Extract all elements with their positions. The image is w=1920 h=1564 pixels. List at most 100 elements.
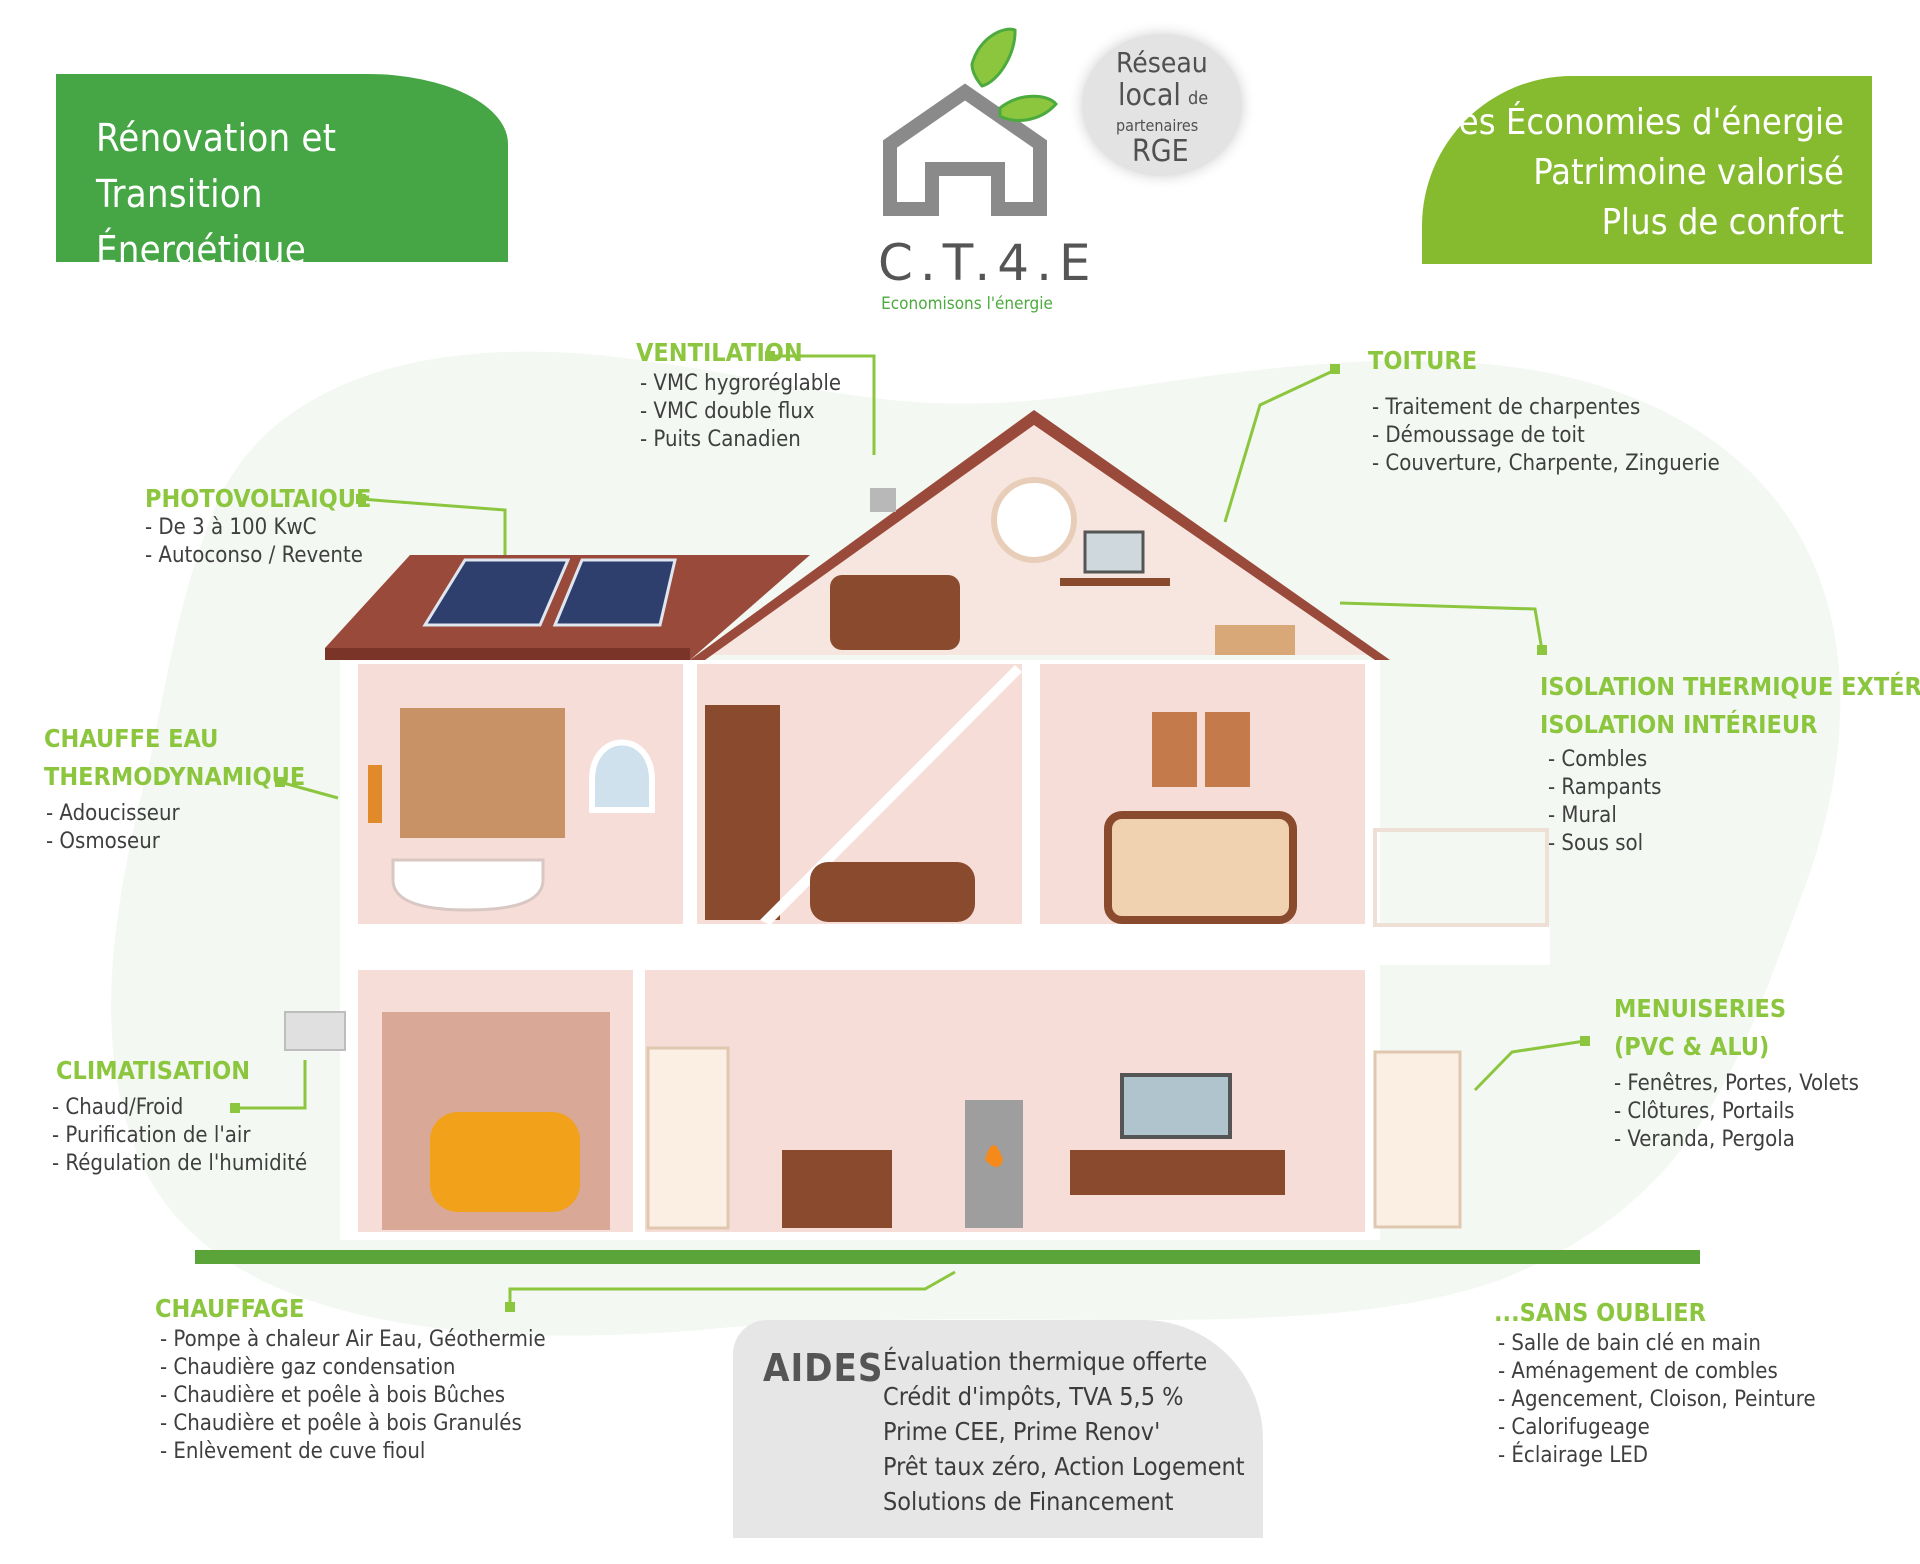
- banner-renovation-text: Rénovation et Transition Énergétique: [96, 110, 508, 278]
- house-logo-icon: [883, 27, 1058, 216]
- list-item: - Pompe à chaleur Air Eau, Géothermie: [160, 1327, 546, 1352]
- isolation-title-1: ISOLATION THERMIQUE EXTÉRIEUR: [1540, 672, 1920, 701]
- bed-icon: [1104, 811, 1297, 924]
- list-item: - Adoucisseur: [46, 801, 180, 826]
- list-item: Crédit d'impôts, TVA 5,5 %: [883, 1382, 1184, 1411]
- banner-right-line-1: Des Économies d'énergie: [1433, 102, 1844, 143]
- climatisation-title: CLIMATISATION: [56, 1056, 251, 1085]
- banner-right-line-3: Plus de confort: [1601, 202, 1844, 243]
- chauffe-eau-list: - Adoucisseur - Osmoseur: [46, 800, 180, 856]
- list-item: - Puits Canadien: [640, 427, 801, 452]
- car-icon: [430, 1112, 580, 1212]
- list-item: - VMC hygroréglable: [640, 371, 842, 396]
- connector-dots: [230, 351, 1590, 1312]
- ventilation-title: VENTILATION: [636, 338, 803, 367]
- menuiseries-title-1: MENUISERIES: [1614, 994, 1787, 1023]
- list-item: - Autoconso / Revente: [145, 543, 363, 568]
- list-item: - Enlèvement de cuve fioul: [160, 1439, 426, 1464]
- banner-left-line-1: Rénovation et Transition: [96, 116, 337, 216]
- attic-sofa-icon: [830, 575, 960, 650]
- window-blind-icon: [400, 708, 565, 838]
- photovoltaique-title: PHOTOVOLTAIQUE: [145, 484, 372, 513]
- aides-label: AIDES: [763, 1346, 884, 1390]
- list-item: - Salle de bain clé en main: [1498, 1331, 1761, 1356]
- frame-icon-2: [1205, 712, 1250, 787]
- aides-box: AIDES Évaluation thermique offerte Crédi…: [733, 1320, 1263, 1538]
- brand-name: C.T.4.E: [878, 234, 1098, 292]
- list-item: - Chaudière gaz condensation: [160, 1355, 456, 1380]
- banner-benefits: Des Économies d'énergie Patrimoine valor…: [1422, 76, 1872, 264]
- list-item: - Chaud/Froid: [52, 1095, 184, 1120]
- sans-oublier-title: ...SANS OUBLIER: [1494, 1298, 1706, 1327]
- round-window-icon: [991, 477, 1077, 563]
- isolation-list: - Combles - Rampants - Mural - Sous sol: [1548, 746, 1661, 858]
- toiture-title: TOITURE: [1368, 346, 1478, 375]
- brand-tagline: Economisons l'énergie: [881, 294, 1053, 314]
- list-item: - De 3 à 100 KwC: [145, 515, 317, 540]
- list-item: - Veranda, Pergola: [1614, 1127, 1795, 1152]
- toiture-list: - Traitement de charpentes - Démoussage …: [1372, 394, 1720, 478]
- list-item: - Calorifugeage: [1498, 1415, 1650, 1440]
- banner-left-line-2: Énergétique: [96, 228, 306, 272]
- list-item: Évaluation thermique offerte: [883, 1347, 1208, 1376]
- list-item: - Agencement, Cloison, Peinture: [1498, 1387, 1816, 1412]
- balcony-railing-icon: [1373, 828, 1549, 927]
- monitor-icon: [1083, 530, 1145, 574]
- ventilation-list: - VMC hygroréglable - VMC double flux - …: [640, 370, 841, 454]
- menuiseries-list: - Fenêtres, Portes, Volets - Clôtures, P…: [1614, 1070, 1859, 1154]
- list-item: - Rampants: [1548, 775, 1662, 800]
- bathroom-mirror-icon: [589, 739, 655, 813]
- list-item: - Osmoseur: [46, 829, 160, 854]
- fire-icon: [985, 1145, 1003, 1167]
- rge-badge: Réseau local de partenaires RGE: [1082, 34, 1242, 176]
- connector-lines: [235, 354, 1586, 1306]
- door-icon: [646, 1046, 730, 1230]
- rge-line-3: partenaires: [1116, 116, 1199, 135]
- chauffe-eau-title-2: THERMODYNAMIQUE: [44, 762, 306, 791]
- chauffage-list: - Pompe à chaleur Air Eau, Géothermie - …: [160, 1326, 546, 1466]
- bookcase-icon: [705, 705, 780, 920]
- list-item: - Fenêtres, Portes, Volets: [1614, 1071, 1859, 1096]
- list-item: Prêt taux zéro, Action Logement: [883, 1452, 1245, 1481]
- living-sofa-icon: [810, 862, 975, 922]
- desk-icon: [1060, 578, 1170, 586]
- list-item: - Clôtures, Portails: [1614, 1099, 1795, 1124]
- rge-line-1: Réseau: [1116, 46, 1208, 79]
- ac-unit-icon: [284, 1011, 346, 1051]
- chauffage-title: CHAUFFAGE: [155, 1294, 305, 1323]
- list-item: - Aménagement de combles: [1498, 1359, 1778, 1384]
- rge-line-2b: de: [1188, 88, 1209, 109]
- list-item: - Purification de l'air: [52, 1123, 251, 1148]
- list-item: - VMC double flux: [640, 399, 815, 424]
- rge-line-4: RGE: [1132, 134, 1189, 169]
- dresser-icon: [782, 1150, 892, 1228]
- menuiseries-title-2: (PVC & ALU): [1614, 1032, 1770, 1061]
- list-item: - Démoussage de toit: [1372, 423, 1585, 448]
- tv-icon: [1120, 1073, 1232, 1139]
- list-item: Solutions de Financement: [883, 1487, 1174, 1516]
- chauffe-eau-title-1: CHAUFFE EAU: [44, 724, 219, 753]
- photovoltaique-list: - De 3 à 100 KwC - Autoconso / Revente: [145, 514, 363, 570]
- list-item: - Mural: [1548, 803, 1617, 828]
- vent-icon: [870, 488, 896, 512]
- climatisation-list: - Chaud/Froid - Purification de l'air - …: [52, 1094, 307, 1178]
- staircase-icon: [760, 665, 1022, 925]
- list-item: Prime CEE, Prime Renov': [883, 1417, 1161, 1446]
- sans-oublier-list: - Salle de bain clé en main - Aménagemen…: [1498, 1330, 1816, 1470]
- list-item: - Chaudière et poêle à bois Granulés: [160, 1411, 522, 1436]
- aides-list: Évaluation thermique offerte Crédit d'im…: [883, 1344, 1245, 1519]
- exterior-door-icon: [1373, 1050, 1462, 1229]
- isolation-title-2: ISOLATION INTÉRIEUR: [1540, 710, 1818, 739]
- list-item: - Traitement de charpentes: [1372, 395, 1641, 420]
- rge-line-2: local: [1118, 78, 1181, 113]
- list-item: - Régulation de l'humidité: [52, 1151, 308, 1176]
- grass-ground: [195, 1250, 1700, 1264]
- bathtub-icon: [391, 858, 545, 912]
- tv-cabinet-icon: [1070, 1150, 1285, 1195]
- banner-right-line-2: Patrimoine valorisé: [1533, 152, 1844, 193]
- boxes-icon: [1215, 625, 1295, 655]
- list-item: - Éclairage LED: [1498, 1443, 1649, 1468]
- solar-panel-icon: [422, 558, 677, 627]
- list-item: - Chaudière et poêle à bois Bûches: [160, 1383, 506, 1408]
